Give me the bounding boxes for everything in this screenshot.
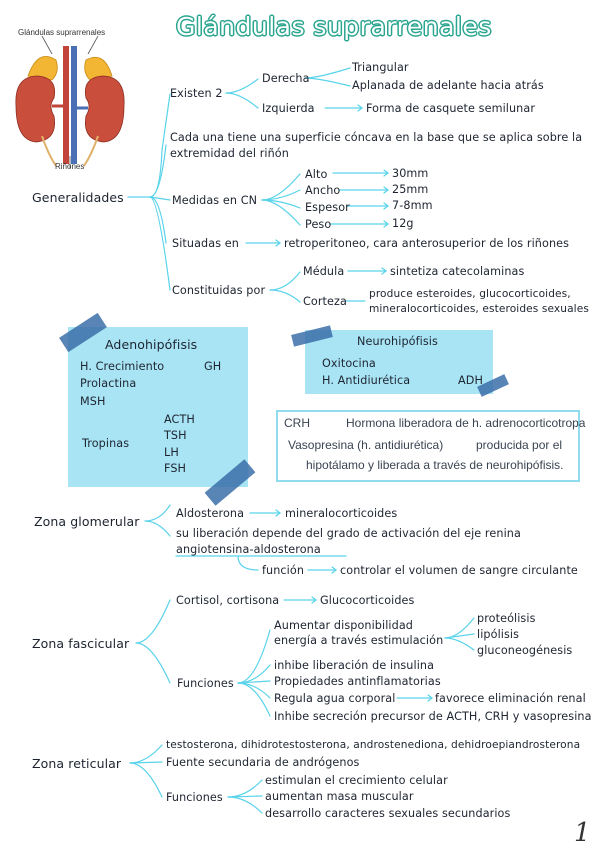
derecha-triangular: Triangular (352, 61, 409, 74)
glomerular-aldo-value: mineralocorticoides (285, 507, 398, 520)
adeno-crecimiento: H. Crecimiento (80, 360, 165, 373)
reticular-funciones: Funciones (166, 791, 223, 804)
fascicular-f2: inhibe liberación de insulina (274, 659, 435, 672)
adeno-acth: ACTH (164, 413, 195, 426)
adenohipofisis-box (68, 327, 248, 487)
medula-value: sintetiza catecolaminas (390, 265, 525, 278)
corteza-value-1: produce esteroides, glucocorticoides, (369, 288, 571, 300)
espesor-value: 7-8mm (392, 199, 433, 212)
adrenal-figure: Glándulas suprarrenales Riñones (8, 22, 132, 172)
generalidades-root: Generalidades (32, 190, 124, 205)
fascicular-proteolisis: proteólisis (477, 612, 536, 625)
adeno-title: Adenohipófisis (105, 337, 198, 352)
fascicular-f3: Propiedades antinflamatorias (274, 675, 441, 688)
derecha-label: Derecha (262, 72, 310, 85)
glomerular-funcion: función (262, 564, 305, 577)
corteza-value-2: mineralocorticoides, esteroides sexuales (369, 303, 589, 315)
vasopresina-value: producida por el (476, 438, 563, 452)
izquierda-forma: Forma de casquete semilunar (366, 102, 536, 115)
glomerular-funcion-value: controlar el volumen de sangre circulant… (340, 564, 578, 577)
glomerular-aldosterona: Aldosterona (176, 507, 245, 520)
crh-box (276, 410, 580, 482)
izquierda-label: Izquierda (262, 102, 315, 115)
glomerular-liberacion-2: angiotensina-aldosterona (176, 543, 321, 556)
fascicular-root: Zona fascicular (32, 636, 130, 651)
reticular-r1: testosterona, dihidrotestosterona, andro… (166, 739, 581, 751)
neuro-oxitocina: Oxitocina (322, 357, 376, 370)
fascicular-f4-value: favorece eliminación renal (435, 692, 586, 705)
fascicular-lipolisis: lipólisis (477, 628, 520, 641)
adeno-fsh: FSH (164, 462, 187, 475)
fascicular-f5: Inhibe secreción precursor de ACTH, CRH … (274, 710, 592, 723)
fascicular-f4: Regula agua corporal (274, 692, 396, 705)
fascicular-cortisol: Cortisol, cortisona (176, 594, 280, 607)
constituidas-label: Constituidas por (172, 284, 266, 297)
crh-value: Hormona liberadora de h. adrenocorticotr… (346, 416, 586, 430)
neuro-title: Neurohipófisis (357, 335, 438, 348)
cada-una-line1: Cada una tiene una superficie cóncava en… (170, 131, 583, 144)
page-title: Glándulas suprarrenales (176, 12, 492, 41)
peso-value: 12g (392, 217, 414, 230)
kidney-illustration (15, 36, 125, 168)
fascicular-cortisol-value: Glucocorticoides (320, 594, 415, 607)
adeno-tsh: TSH (164, 429, 187, 442)
adeno-prolactina: Prolactina (80, 377, 137, 390)
derecha-aplanada: Aplanada de adelante hacia atrás (352, 79, 544, 92)
adeno-msh: MSH (80, 395, 106, 408)
fascicular-funciones: Funciones (177, 677, 234, 690)
corteza-label: Corteza (303, 295, 347, 308)
adeno-lh: LH (164, 446, 179, 459)
reticular-r2: Fuente secundaria de andrógenos (166, 756, 360, 769)
fascicular-f1b: energía a través estimulación (274, 634, 444, 647)
vasopresina-value-2: hipotálamo y liberada a través de neuroh… (306, 458, 564, 472)
reticular-f3: desarrollo caracteres sexuales secundari… (265, 807, 511, 820)
glomerular-root: Zona glomerular (34, 514, 140, 529)
figure-label-bottom: Riñones (55, 162, 85, 171)
ancho-value: 25mm (392, 183, 429, 196)
alto-value: 30mm (392, 167, 429, 180)
figure-label-top: Glándulas suprarrenales (18, 28, 106, 37)
alto-label: Alto (305, 168, 328, 181)
reticular-f2: aumentan masa muscular (265, 790, 414, 803)
medula-label: Médula (303, 265, 345, 278)
ancho-label: Ancho (305, 184, 341, 197)
situadas-label: Situadas en (172, 237, 239, 250)
cada-una-line2: extremidad del riñón (170, 147, 289, 160)
neurohipofisis-box (305, 330, 493, 394)
reticular-f1: estimulan el crecimiento celular (265, 774, 448, 787)
page-number: 1 (574, 818, 591, 848)
crh-label: CRH (284, 416, 310, 430)
neuro-antidiuretica: H. Antidiurética (322, 374, 411, 387)
reticular-root: Zona reticular (32, 756, 122, 771)
adeno-tropinas: Tropinas (82, 437, 130, 450)
existen-label: Existen 2 (170, 87, 223, 100)
peso-label: Peso (305, 218, 332, 231)
situadas-value: retroperitoneo, cara anterosuperior de l… (284, 237, 570, 250)
medidas-label: Medidas en CN (172, 194, 258, 207)
vasopresina-label: Vasopresina (h. antidiurética) (288, 438, 444, 452)
fascicular-gluconeogenesis: gluconeogénesis (477, 644, 573, 657)
espesor-label: Espesor (305, 201, 350, 214)
adeno-gh: GH (204, 360, 222, 373)
neuro-adh: ADH (458, 374, 483, 387)
glomerular-liberacion-1: su liberación depende del grado de activ… (176, 527, 521, 540)
fascicular-f1a: Aumentar disponibilidad (274, 619, 413, 632)
